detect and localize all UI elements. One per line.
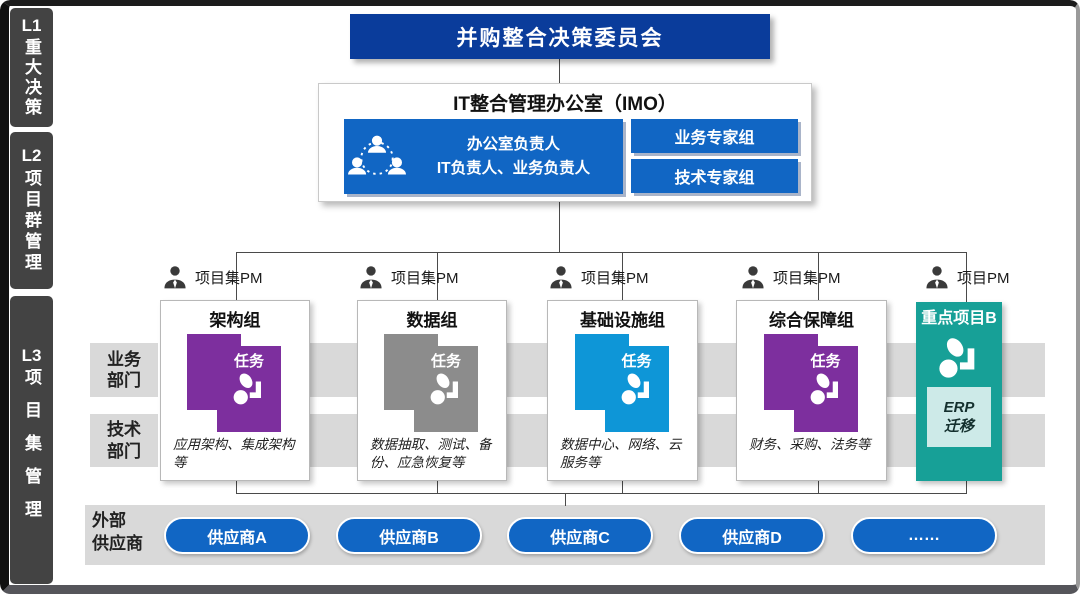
team-network-icon — [344, 132, 410, 182]
highlight-project-card: 重点项目B ERP 迁移 — [916, 302, 1002, 481]
group-card-data: 数据组 任务 数据抽取、测试、备份、应急恢复等 — [357, 300, 507, 481]
tab-label: 项目群管理 — [22, 168, 41, 274]
group-card-architecture: 架构组 任务 应用架构、集成架构等 — [160, 300, 310, 481]
imo-lead-text: 办公室负责人 IT负责人、业务负责人 — [410, 133, 623, 180]
connector-line — [236, 252, 967, 253]
supplier-pill-d: 供应商D — [679, 517, 825, 554]
pm-label: 项目集PM — [581, 269, 649, 287]
connector-line — [622, 252, 623, 302]
group-card-support: 综合保障组 任务 财务、采购、法务等 — [736, 300, 887, 481]
task-graphic: 任务 — [384, 334, 480, 434]
connector-line — [818, 480, 819, 494]
pm-group-5: 项目PM — [924, 264, 1010, 290]
task-label: 任务 — [810, 353, 841, 370]
task-arrow-icon — [810, 373, 838, 405]
pm-group-2: 项目集PM — [358, 264, 459, 290]
connector-line — [437, 252, 438, 302]
imo-title: IT整合管理办公室（IMO） — [453, 94, 677, 115]
connector-line — [565, 493, 566, 506]
group-title: 架构组 — [209, 311, 261, 330]
expert-group-tech: 技术专家组 — [631, 159, 798, 193]
connector-line — [966, 480, 967, 494]
imo-box: IT整合管理办公室（IMO） 办公室负责人 IT负责人、业务负责人 业务专家组 … — [318, 83, 812, 202]
connector-line — [818, 252, 819, 302]
task-card-front: 任务 — [604, 346, 669, 432]
group-desc: 数据抽取、测试、备份、应急恢复等 — [370, 437, 492, 471]
tab-code: L3 — [21, 345, 42, 365]
task-card-front: 任务 — [217, 346, 281, 432]
task-graphic: 任务 — [574, 334, 671, 434]
group-desc: 财务、采购、法务等 — [749, 437, 871, 452]
supplier-pill-a: 供应商A — [164, 517, 310, 554]
connector-line — [236, 252, 237, 302]
row-label-business: 业务 部门 — [90, 343, 158, 397]
imo-lead-line1: 办公室负责人 — [466, 136, 560, 154]
supplier-pill-c: 供应商C — [507, 517, 653, 554]
group-desc: 应用架构、集成架构等 — [173, 437, 295, 471]
task-graphic: 任务 — [763, 334, 860, 434]
pm-group-4: 项目集PM — [740, 264, 841, 290]
person-bust-icon — [550, 266, 572, 289]
row-label-tech: 技术 部门 — [90, 414, 158, 467]
connector-line — [437, 480, 438, 494]
imo-lead-box: 办公室负责人 IT负责人、业务负责人 — [344, 119, 623, 194]
expert-group-business: 业务专家组 — [631, 119, 798, 153]
committee-box: 并购整合决策委员会 — [350, 14, 770, 59]
supplier-pill-b: 供应商B — [336, 517, 482, 554]
pm-label: 项目集PM — [773, 269, 841, 287]
sidebar-tab-l2: L2 项目群管理 — [10, 132, 53, 289]
sidebar-tab-l3: L3 项目集管理 — [10, 296, 53, 584]
task-card-front: 任务 — [793, 346, 858, 432]
connector-line — [236, 493, 967, 494]
erp-migration-box: ERP 迁移 — [927, 387, 991, 447]
person-bust-icon — [360, 266, 382, 289]
person-bust-icon — [926, 266, 948, 289]
tab-label: 重大决策 — [22, 38, 41, 119]
pm-group-3: 项目集PM — [548, 264, 649, 290]
pm-label: 项目PM — [957, 269, 1010, 287]
imo-lead-line2: IT负责人、业务负责人 — [436, 159, 591, 177]
person-bust-icon — [164, 266, 186, 289]
group-card-infrastructure: 基础设施组 任务 数据中心、网络、云服务等 — [547, 300, 698, 481]
task-arrow-icon — [430, 373, 458, 405]
pm-label: 项目集PM — [195, 269, 263, 287]
task-arrow-icon — [233, 373, 261, 405]
row-label-external: 外部 供应商 — [92, 511, 143, 553]
person-bust-icon — [742, 266, 764, 289]
connector-line — [559, 200, 560, 252]
sidebar-tab-l1: L1 重大决策 — [10, 8, 53, 127]
connector-line — [966, 252, 967, 302]
pm-group-1: 项目集PM — [162, 264, 263, 290]
task-label: 任务 — [430, 353, 461, 370]
connector-line — [559, 59, 560, 83]
group-title: 重点项目B — [921, 310, 997, 327]
group-title: 基础设施组 — [580, 311, 665, 330]
group-title: 数据组 — [406, 311, 458, 330]
task-label: 任务 — [621, 353, 652, 370]
tab-code: L2 — [21, 146, 42, 166]
pm-label: 项目集PM — [391, 269, 459, 287]
task-arrow-icon — [621, 373, 649, 405]
task-card-front: 任务 — [414, 346, 478, 432]
supplier-pill-more: …… — [851, 517, 997, 554]
connector-line — [236, 480, 237, 494]
tab-code: L1 — [21, 15, 42, 35]
group-title: 综合保障组 — [769, 311, 854, 330]
task-label: 任务 — [233, 353, 264, 370]
connector-line — [622, 480, 623, 494]
tab-label: 项目集管理 — [22, 368, 41, 534]
task-arrow-icon — [939, 338, 975, 378]
task-graphic: 任务 — [187, 334, 283, 434]
group-desc: 数据中心、网络、云服务等 — [560, 437, 682, 471]
